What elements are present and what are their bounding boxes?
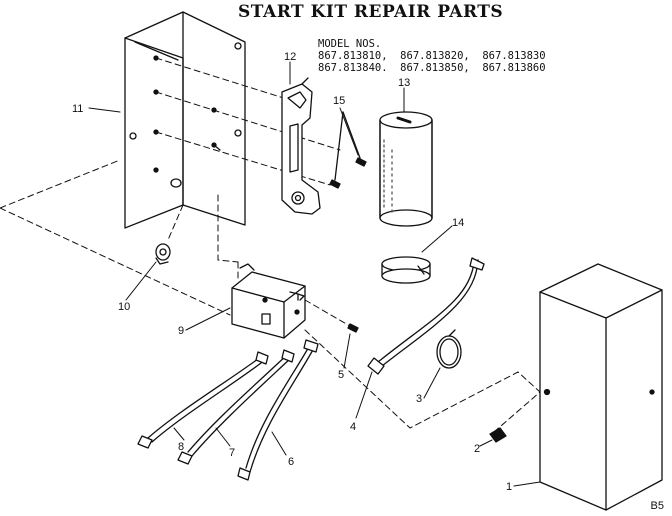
callout-3: 3 [416, 393, 422, 405]
callout-4: 4 [350, 421, 356, 433]
part-8-lead-wire [137, 351, 269, 449]
diagram-code: B5 [650, 500, 664, 512]
part-4-lead-wire [367, 257, 485, 375]
callout-14: 14 [452, 217, 464, 229]
part-6-lead-wire [237, 339, 319, 481]
diagram-title: START KIT REPAIR PARTS [238, 2, 504, 22]
callout-7: 7 [229, 447, 235, 459]
callout-1: 1 [506, 481, 512, 493]
callout-9: 9 [178, 325, 184, 337]
callout-6: 6 [288, 456, 294, 468]
part-1-cover [539, 263, 663, 511]
part-3-wire-clip [436, 329, 462, 369]
callout-15: 15 [333, 95, 345, 107]
callout-10: 10 [118, 301, 130, 313]
part-10-grommet [155, 243, 171, 265]
part-13-start-capacitor [379, 111, 433, 227]
model-line-1: 867.813810, 867.813820, 867.813830 [318, 50, 546, 62]
part-14-capacitor-strap [381, 256, 431, 284]
part-5-screw [304, 299, 359, 333]
callout-2: 2 [474, 443, 480, 455]
callout-5: 5 [338, 369, 344, 381]
part-2-screw [489, 427, 507, 443]
callout-12: 12 [284, 51, 296, 63]
part-15-screws [329, 111, 367, 189]
callout-11: 11 [72, 103, 83, 115]
part-11-mounting-bracket [124, 11, 246, 229]
part-12-relay-clip [281, 77, 321, 215]
part-9-start-relay [231, 263, 306, 339]
model-line-2: 867.813840. 867.813850, 867.813860 [318, 62, 546, 74]
model-numbers: MODEL NOS. 867.813810, 867.813820, 867.8… [318, 38, 546, 74]
model-header: MODEL NOS. [318, 38, 382, 50]
part-7-lead-wire [177, 349, 295, 465]
callout-13: 13 [398, 77, 410, 89]
callout-8: 8 [178, 441, 184, 453]
